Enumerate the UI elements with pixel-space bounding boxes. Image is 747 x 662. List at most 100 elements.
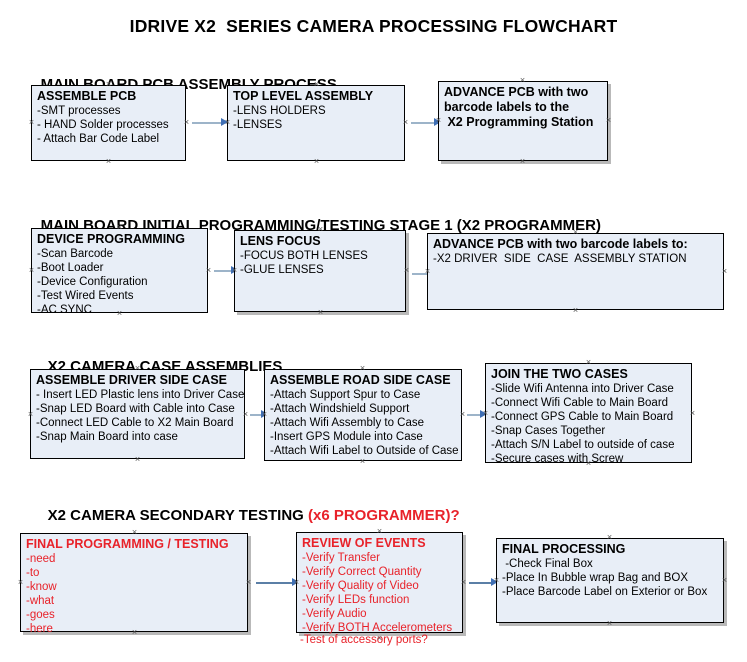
node-line: -Verify BOTH Accelerometers [302, 622, 453, 634]
selection-handle[interactable] [721, 268, 728, 275]
node-line: -Verify Quality of Video [302, 580, 419, 592]
selection-handle[interactable] [317, 226, 324, 233]
connector-line [256, 582, 294, 584]
selection-handle[interactable] [116, 310, 123, 317]
node-final-processing[interactable]: FINAL PROCESSING -Check Final Box -Place… [496, 538, 724, 623]
selection-handle[interactable] [313, 81, 320, 88]
node-line: - Insert LED Plastic lens into Driver Ca… [36, 389, 245, 401]
selection-handle[interactable] [116, 224, 123, 231]
node-line: -AC SYNC [37, 304, 92, 316]
selection-handle[interactable] [134, 456, 141, 463]
node-join-the-two-cases[interactable]: JOIN THE TWO CASES -Slide Wifi Antenna i… [485, 363, 692, 465]
selection-handle[interactable] [131, 629, 138, 636]
selection-handle[interactable] [572, 229, 579, 236]
selection-handle[interactable] [131, 529, 138, 536]
node-line: -Attach Windshield Support [270, 403, 410, 415]
node-line: -need [26, 553, 56, 565]
node-line: -Snap Main Board into case [36, 431, 178, 443]
node-title: ASSEMBLE PCB [37, 89, 137, 103]
selection-handle[interactable] [359, 365, 366, 372]
selection-handle[interactable] [205, 267, 212, 274]
selection-handle[interactable] [689, 410, 696, 417]
node-assemble-driver-side-case[interactable]: ASSEMBLE DRIVER SIDE CASE - Insert LED P… [30, 369, 245, 459]
selection-handle[interactable] [460, 579, 467, 586]
node-final-programming-testing[interactable]: FINAL PROGRAMMING / TESTING -need -to -k… [20, 533, 248, 635]
node-line: -Check Final Box [502, 558, 593, 570]
node-review-of-events[interactable]: REVIEW OF EVENTS -Verify Transfer -Verif… [296, 532, 463, 634]
node-line: -Slide Wifi Antenna into Driver Case [491, 383, 674, 395]
selection-handle[interactable] [293, 579, 300, 586]
connector-line [250, 414, 264, 416]
node-line: - Attach Bar Code Label [37, 133, 160, 145]
selection-handle[interactable] [359, 458, 366, 465]
selection-handle[interactable] [606, 534, 613, 541]
node-line: -Connect GPS Cable to Main Board [491, 411, 674, 423]
node-line: -Connect Wifi Cable to Main Board [491, 397, 669, 409]
node-line: -Verify Audio [302, 608, 367, 620]
selection-handle[interactable] [245, 579, 252, 586]
selection-handle[interactable] [27, 411, 34, 418]
selection-handle[interactable] [585, 359, 592, 366]
connector-line [411, 122, 435, 124]
node-assemble-road-side-case[interactable]: ASSEMBLE ROAD SIDE CASE -Attach Support … [264, 369, 462, 461]
node-line: -Secure cases with Screw [491, 453, 624, 465]
node-line: -SMT processes [37, 105, 121, 117]
node-title-line: X2 Programming Station [444, 115, 594, 129]
selection-handle[interactable] [585, 460, 592, 467]
node-line: -LENSES [233, 119, 283, 131]
selection-handle[interactable] [572, 307, 579, 314]
selection-handle[interactable] [605, 117, 612, 124]
node-title: FINAL PROGRAMMING / TESTING [26, 537, 229, 551]
selection-handle[interactable] [435, 117, 442, 124]
selection-handle[interactable] [721, 577, 728, 584]
node-line: -Place In Bubble wrap Bag and BOX [502, 572, 689, 584]
selection-handle[interactable] [28, 267, 35, 274]
node-line: -Insert GPS Module into Case [270, 431, 423, 443]
section-heading-4-suffix: (x6 PROGRAMMER)? [307, 507, 460, 524]
node-line: -here [26, 623, 53, 635]
selection-handle[interactable] [17, 579, 24, 586]
selection-handle[interactable] [183, 119, 190, 126]
node-line: -to [26, 567, 40, 579]
connector-line [412, 273, 434, 275]
selection-handle[interactable] [459, 411, 466, 418]
node-assemble-pcb[interactable]: ASSEMBLE PCB -SMT processes - HAND Solde… [31, 85, 186, 161]
selection-handle[interactable] [317, 309, 324, 316]
node-lens-focus[interactable]: LENS FOCUS -FOCUS BOTH LENSES -GLUE LENS… [234, 230, 406, 312]
selection-handle[interactable] [403, 267, 410, 274]
node-device-programming[interactable]: DEVICE PROGRAMMING -Scan Barcode -Boot L… [31, 228, 208, 316]
selection-handle[interactable] [105, 81, 112, 88]
selection-handle[interactable] [606, 620, 613, 627]
selection-handle[interactable] [376, 635, 383, 642]
selection-handle[interactable] [231, 267, 238, 274]
node-title: REVIEW OF EVENTS [302, 536, 426, 550]
connector-line [469, 582, 493, 584]
selection-handle[interactable] [493, 577, 500, 584]
node-line: -goes [26, 609, 55, 621]
selection-handle[interactable] [376, 528, 383, 535]
node-line: -Verify Transfer [302, 552, 380, 564]
node-line: - HAND Solder processes [37, 119, 169, 131]
node-title: JOIN THE TWO CASES [491, 367, 628, 381]
selection-handle[interactable] [261, 411, 268, 418]
node-advance-pcb-programming-station[interactable]: ADVANCE PCB with two barcode labels to t… [438, 81, 608, 161]
node-top-level-assembly[interactable]: TOP LEVEL ASSEMBLY -LENS HOLDERS -LENSES [227, 85, 405, 161]
selection-handle[interactable] [402, 119, 409, 126]
selection-handle[interactable] [242, 411, 249, 418]
node-line: -Attach S/N Label to outside of case [491, 439, 675, 451]
selection-handle[interactable] [519, 158, 526, 165]
selection-handle[interactable] [134, 365, 141, 372]
selection-handle[interactable] [28, 119, 35, 126]
node-advance-pcb-driver-side[interactable]: ADVANCE PCB with two barcode labels to: … [427, 233, 724, 310]
node-title: ADVANCE PCB with two barcode labels to: [433, 237, 688, 251]
selection-handle[interactable] [313, 158, 320, 165]
selection-handle[interactable] [519, 77, 526, 84]
node-title: ADVANCE PCB with two [444, 85, 589, 99]
selection-handle[interactable] [424, 268, 431, 275]
selection-handle[interactable] [482, 410, 489, 417]
connector-line [192, 122, 222, 124]
selection-handle[interactable] [224, 119, 231, 126]
node-line: -FOCUS BOTH LENSES [240, 250, 368, 262]
selection-handle[interactable] [105, 158, 112, 165]
